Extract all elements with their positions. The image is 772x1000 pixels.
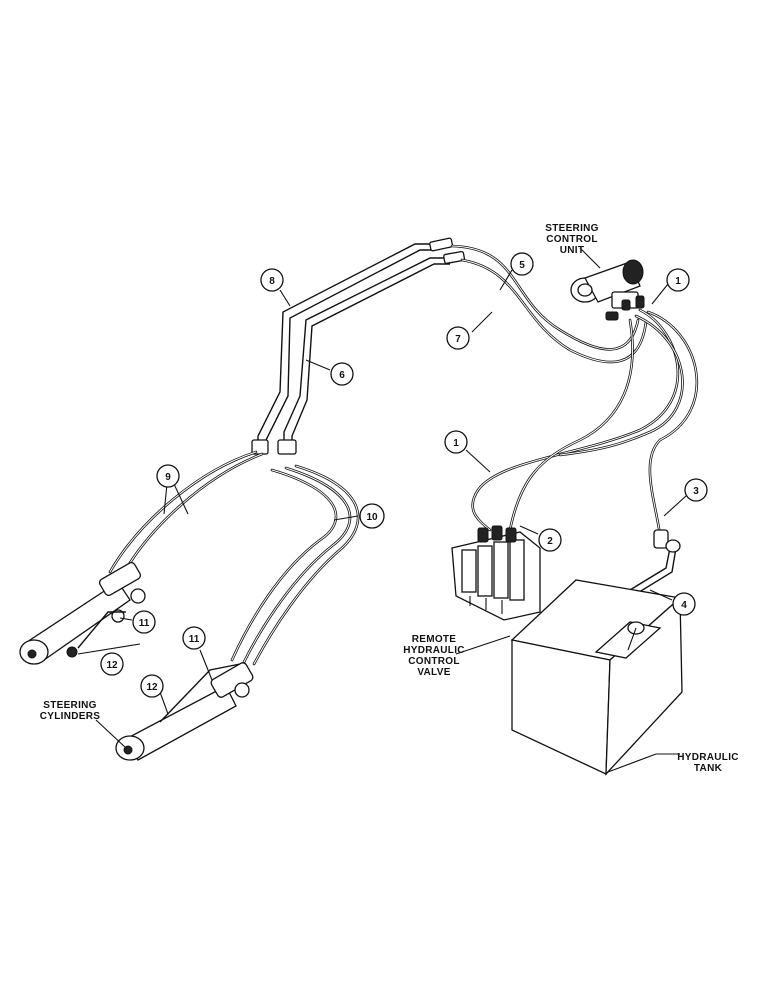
hoses-1-2-3 — [471, 308, 698, 549]
callout-11b-number: 11 — [189, 634, 200, 645]
callout-3-number: 3 — [693, 486, 699, 497]
callout-7: 7 — [446, 326, 470, 350]
callout-1b: 1 — [444, 430, 468, 454]
callout-2: 2 — [538, 528, 562, 552]
label-steering-cylinders: STEERING CYLINDERS — [40, 700, 101, 722]
callout-1a-number: 1 — [675, 276, 681, 287]
label-sc-line2: CYLINDERS — [40, 711, 101, 722]
callout-9-number: 9 — [165, 472, 171, 483]
remote-control-valve — [451, 525, 541, 621]
callout-1b-number: 1 — [453, 438, 459, 449]
steering-cylinder-upper — [19, 562, 146, 665]
callout-12a-number: 12 — [106, 660, 118, 671]
callout-9: 9 — [156, 464, 180, 488]
callout-12b-number: 12 — [146, 682, 158, 693]
callout-6-number: 6 — [339, 370, 345, 381]
callout-10-number: 10 — [366, 512, 378, 523]
label-sc-line1: STEERING — [43, 700, 97, 711]
label-tank-line2: TANK — [694, 763, 723, 774]
label-scu-line2: CONTROL — [546, 234, 598, 245]
steering-control-unit — [570, 259, 645, 321]
steel-tubes — [251, 237, 466, 455]
label-steering-control-unit: STEERING CONTROL UNIT — [545, 223, 599, 256]
label-scu-line3: UNIT — [560, 245, 585, 256]
callout-1a: 1 — [666, 268, 690, 292]
callout-7-number: 7 — [455, 334, 461, 345]
callout-11a-number: 11 — [139, 618, 150, 629]
label-rcv-line3: CONTROL — [408, 656, 460, 667]
callout-3: 3 — [684, 478, 708, 502]
label-scu-line1: STEERING — [545, 223, 599, 234]
label-rcv-line1: REMOTE — [412, 634, 457, 645]
label-hydraulic-tank: HYDRAULIC TANK — [677, 752, 739, 774]
label-rcv-line4: VALVE — [417, 667, 450, 678]
hydraulic-tank — [510, 579, 683, 776]
label-rcv-line2: HYDRAULIC — [403, 645, 465, 656]
callout-5: 5 — [510, 252, 534, 276]
callout-8: 8 — [260, 268, 284, 292]
callout-4-number: 4 — [681, 600, 687, 611]
hoses-9-10 — [108, 450, 360, 666]
callout-12b: 12 — [140, 674, 164, 698]
callout-11a: 11 — [132, 610, 156, 634]
callout-4: 4 — [672, 592, 696, 616]
callout-10: 10 — [359, 503, 385, 529]
callout-5-number: 5 — [519, 260, 525, 271]
callout-11b: 11 — [182, 626, 206, 650]
callout-12a: 12 — [100, 652, 124, 676]
steering-cylinder-lower — [115, 662, 254, 761]
label-remote-control-valve: REMOTE HYDRAULIC CONTROL VALVE — [403, 634, 465, 678]
callout-2-number: 2 — [547, 536, 553, 547]
callout-6: 6 — [330, 362, 354, 386]
label-tank-line1: HYDRAULIC — [677, 752, 739, 763]
leader-lines — [77, 247, 687, 773]
callout-8-number: 8 — [269, 276, 275, 287]
